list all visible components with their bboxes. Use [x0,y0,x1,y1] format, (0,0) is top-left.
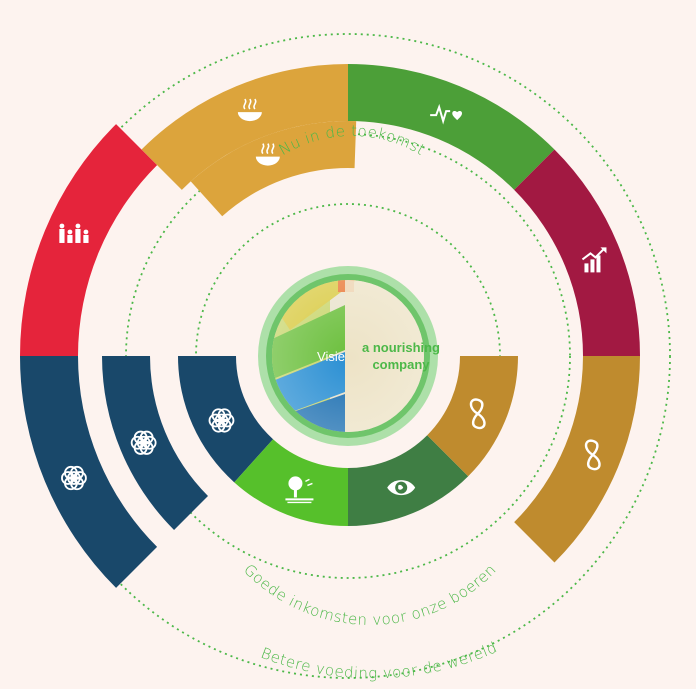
good-health-arc [348,64,555,190]
flower-icon [61,465,87,491]
flower-icon [208,408,235,433]
responsible-consumption-arc [427,356,519,477]
company-line-1: a nourishing [362,340,440,355]
decent-work-arc [514,149,640,356]
dotted-circle-outer [25,33,671,679]
outer-ring-label-path: Betere voeding voor de wereld [258,638,499,682]
inner-ring-segment-life-on-land [234,439,348,526]
infinity-loop-icon [584,439,601,471]
center-vision-disc: Visie a nourishing company [258,266,440,446]
growth-chart-icon [581,247,607,273]
tree-icon [285,476,314,504]
zero-hunger-arc [190,121,357,217]
bowl-icon [237,98,262,122]
company-line-2: company [372,357,430,372]
heartbeat-icon [430,103,463,125]
middle-ring-label-path: Goede inkomsten voor onze boeren [240,560,499,629]
middle-ring-segment-partnerships [102,356,208,530]
outer-ring-segment-decent-work [514,149,640,356]
zero-hunger-arc [141,64,348,190]
no-poverty-arc [20,124,158,357]
bowl-icon [255,143,280,166]
middle-ring-segment-zero-hunger [190,121,357,217]
outer-ring-segment-zero-hunger [141,64,348,190]
inner-ring-segment-responsible-consumption [427,356,519,477]
outer-ring-segment-responsible-consumption [514,356,640,563]
vision-label: Visie [317,349,345,364]
center-photo [272,280,424,432]
infinity-loop-icon [469,398,486,430]
climate-action-arc [348,435,469,526]
outer-ring-label: Betere voeding voor de wereld [258,638,499,682]
inner-ring-segment-partnerships [178,356,274,483]
outer-ring-segment-no-poverty [20,124,158,357]
responsible-consumption-arc [514,356,640,563]
partnerships-arc [20,356,158,588]
ring-segments [20,64,640,588]
middle-ring-label: Goede inkomsten voor onze boeren [240,560,500,629]
eye-globe-icon [387,480,416,496]
inner-ring-segment-climate-action [348,435,469,526]
family-icon [59,223,89,243]
flower-icon [130,430,157,455]
outer-ring-segment-good-health [348,64,555,190]
outer-ring-segment-partnerships [20,356,158,588]
